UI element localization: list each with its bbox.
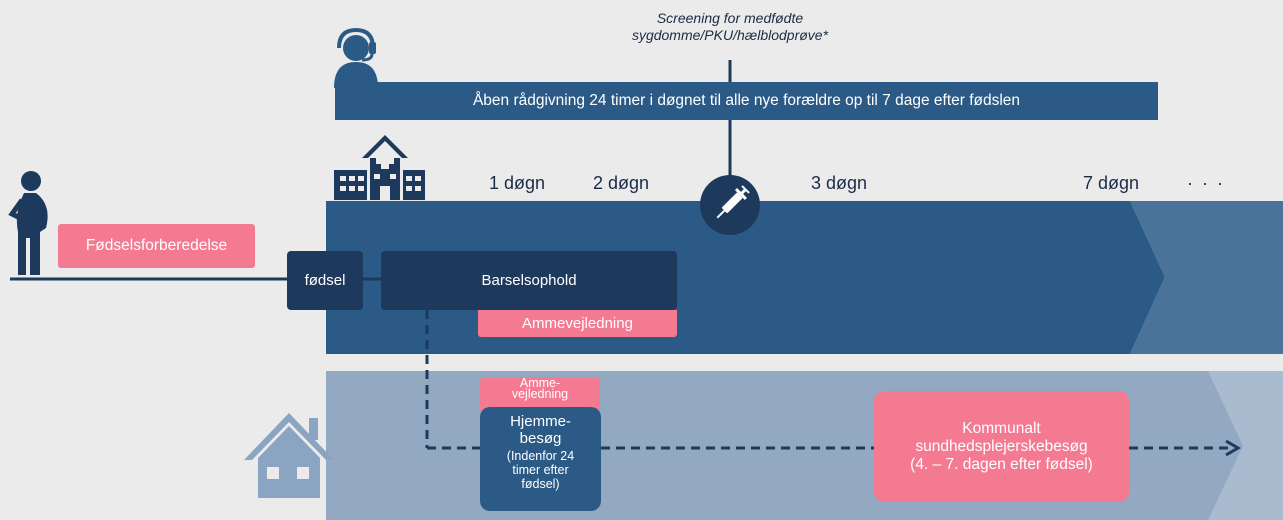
home-path-arrowhead [1225,439,1241,457]
breastfeeding-home-line-2: vejledning [511,387,569,401]
municipal-line-2: sundhedsplejerskebesøg [915,437,1088,455]
home-visit-title: Hjemme- besøg [510,413,571,447]
day-7-label: 7 døgn [1083,173,1140,193]
birth-preparation-box: Fødselsforberedelse [58,224,255,268]
home-visit-sub-line-2: timer efter [512,463,569,477]
ellipsis-label: · · · [1187,173,1225,193]
hospital-band-tail [1130,201,1283,354]
municipal-line-1: Kommunalt [962,419,1041,437]
municipal-visit-box: Kommunalt sundhedsplejerskebesøg (4. – 7… [874,391,1129,502]
home-visit-sub-line-3: fødsel) [521,477,560,491]
day-1-label: 1 døgn [489,173,546,193]
advice-bar: Åben rådgivning 24 timer i døgnet til al… [335,82,1158,120]
home-visit-box: Hjemme- besøg (Indenfor 24 timer efter f… [480,407,601,511]
screening-label: Screening for medfødte sygdomme/PKU/hælb… [560,10,900,44]
day-3-label: 3 døgn [811,173,868,193]
birth-box: fødsel [287,251,363,310]
home-visit-subtitle: (Indenfor 24 timer efter fødsel) [507,449,574,491]
screening-line-1: Screening for medfødte [656,10,804,26]
maternity-stay-box: Barselsophold [381,251,677,310]
house-icon [244,413,334,498]
hospital-icon [334,135,425,200]
screening-line-2: sygdomme/PKU/hælblodprøve* [631,27,829,43]
headset-person-icon [334,27,378,88]
municipal-line-3: (4. – 7. dagen efter fødsel) [910,455,1093,473]
syringe-icon [700,175,760,235]
home-band-tail [1208,371,1283,520]
home-visit-title-line-1: Hjemme- [510,413,571,430]
breastfeeding-home-line-1: Amme- [519,376,561,390]
breastfeeding-guidance-hospital: Ammevejledning [478,310,677,337]
pregnant-woman-icon [8,171,48,275]
home-visit-title-line-2: besøg [519,430,562,447]
day-2-label: 2 døgn [593,173,650,193]
home-visit-sub-line-1: (Indenfor 24 [506,449,575,463]
